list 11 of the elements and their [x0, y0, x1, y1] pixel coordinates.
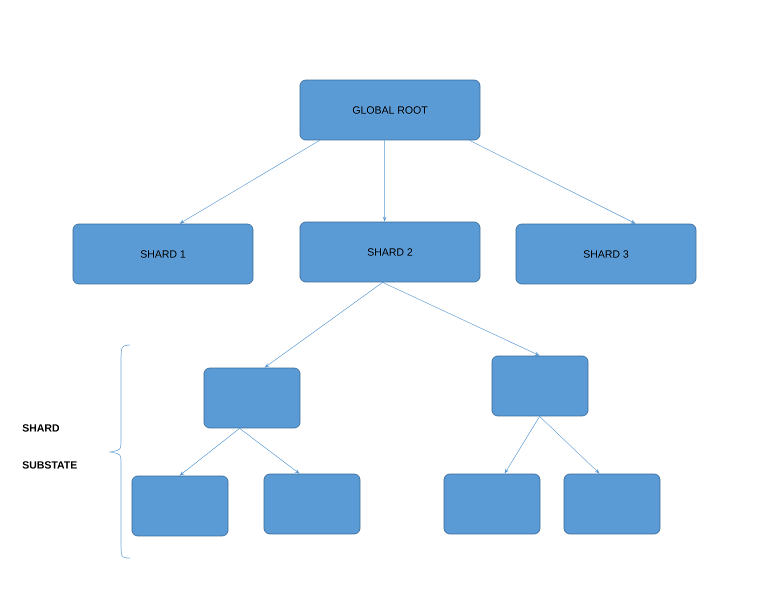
empty-box — [132, 476, 228, 536]
empty-box — [444, 474, 540, 534]
empty-box — [564, 474, 660, 534]
empty-box — [264, 474, 360, 534]
side-label: SHARD SUBSTATE — [22, 424, 77, 469]
root-box: GLOBAL ROOT — [300, 80, 480, 140]
empty-box — [204, 368, 300, 428]
shard-box: SHARD 1 — [72, 224, 254, 284]
shard-box: SHARD 3 — [516, 224, 696, 284]
shard-box: SHARD 2 — [300, 222, 480, 282]
empty-box — [492, 356, 588, 416]
